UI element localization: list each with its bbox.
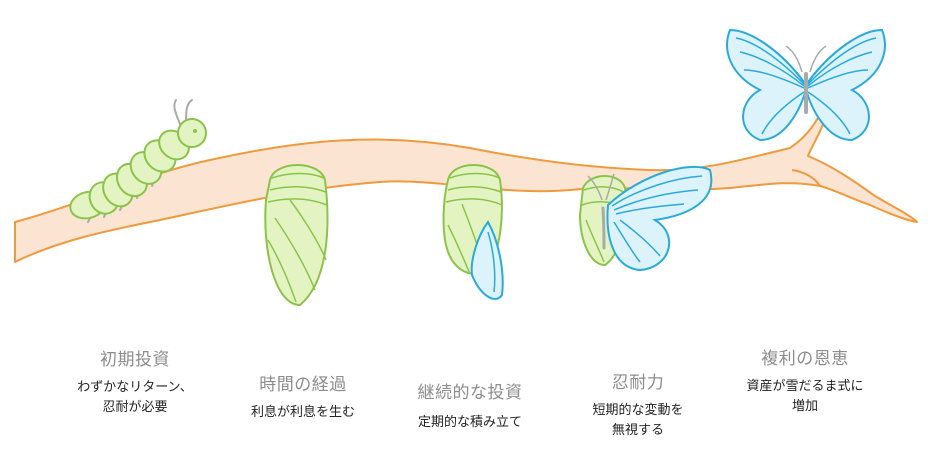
- stage-1-title: 初期投資: [100, 350, 170, 370]
- stage-3-description: 定期的な積み立て: [418, 413, 522, 433]
- stage-4-description: 短期的な変動を 無視する: [592, 401, 683, 441]
- stage-3-desc-line-1: 定期的な積み立て: [417, 415, 523, 430]
- stage-5-desc-line-2: 増加: [791, 399, 819, 414]
- chrysalis-with-wing-icon: [442, 164, 504, 300]
- stage-3-title: 継続的な投資: [417, 383, 523, 403]
- stage-2-title: 時間の経過: [259, 375, 347, 395]
- stage-2-description: 利息が利息を生む: [251, 403, 355, 423]
- stage-4-title: 忍耐力: [611, 373, 665, 393]
- butterfly-icon: [726, 28, 886, 142]
- branch-twig: [791, 169, 821, 187]
- stage-5-desc-line-1: 資産が雪だるま式に: [746, 379, 864, 394]
- stage-5-description: 資産が雪だるま式に 増加: [746, 377, 863, 417]
- stage-1-desc-line-2: 忍耐が必要: [102, 400, 168, 415]
- stage-5-title: 複利の恩恵: [761, 349, 849, 369]
- caterpillar-icon: [69, 99, 207, 223]
- stage-2-desc-line-1: 利息が利息を生む: [250, 405, 356, 420]
- chrysalis-icon: [264, 164, 329, 307]
- stage-1-description: わずかなリターン、 忍耐が必要: [77, 378, 193, 418]
- stage-1-desc-line-1: わずかなリターン、: [77, 380, 193, 395]
- stage-4-desc-line-2: 無視する: [611, 423, 665, 438]
- stage-4-desc-line-1: 短期的な変動を: [592, 403, 684, 418]
- emerging-butterfly-icon: [578, 165, 713, 272]
